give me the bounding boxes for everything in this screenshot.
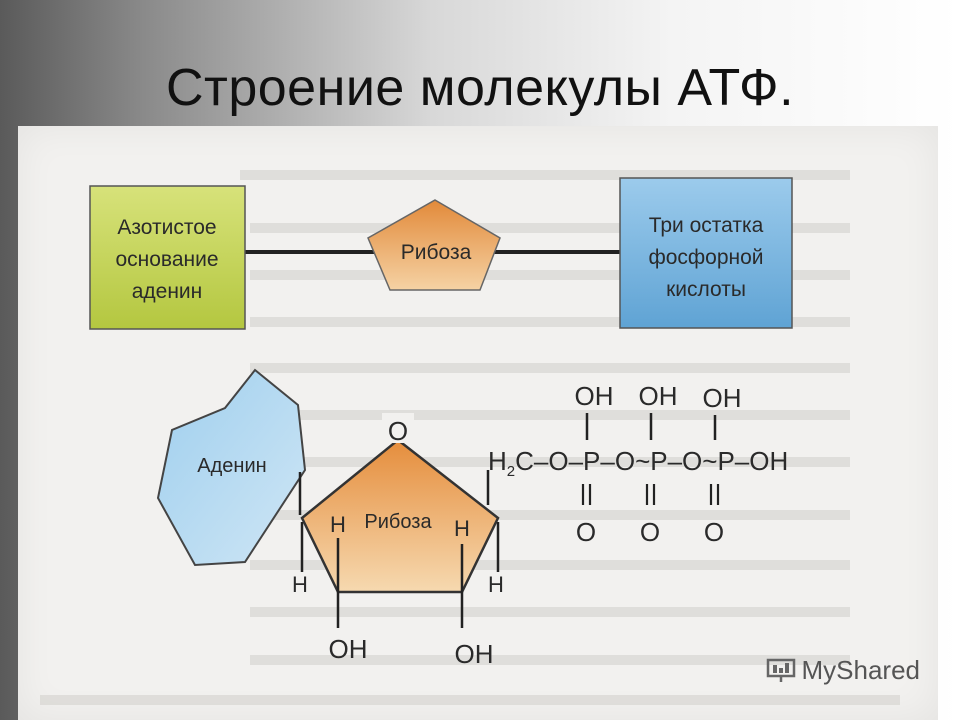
ribose-ring: O Рибоза H H [300, 413, 500, 594]
phosphate-single-bonds [585, 413, 717, 440]
hydroxyl-right: OH [455, 639, 494, 669]
presentation-board-icon [766, 658, 795, 682]
nitrogen-base-box: Азотистое основание аденин [89, 185, 246, 330]
ribose-ring-label: Рибоза [364, 511, 432, 533]
phosphate-chain: H2C–O–P–O~P–O~P–OH OH OH OH O O O [488, 381, 788, 547]
slide-title: Строение молекулы АТФ. [165, 59, 795, 117]
hydroxyl-left: OH [329, 634, 368, 664]
phosphate-box-line-1: Три остатка [649, 214, 764, 237]
phosphate-o-1: O [576, 517, 596, 547]
base-box-line-3: аденин [132, 280, 203, 303]
base-box-line-2: основание [115, 248, 218, 271]
phosphate-oh-2: OH [639, 381, 678, 411]
chain-formula: H2C–O–P–O~P–O~P–OH [488, 446, 788, 480]
watermark-text: MyShared [801, 655, 921, 685]
base-box-line-1: Азотистое [117, 216, 216, 239]
adenine-label: Аденин [197, 455, 266, 477]
ring-h-left-inner: H [330, 512, 346, 537]
phosphate-oh-3: OH [703, 383, 742, 413]
myshared-watermark: MyShared [766, 655, 921, 686]
phosphate-o-3: O [704, 517, 724, 547]
ribose-pentagon-schema: Рибоза [367, 199, 501, 291]
ribose-ring-oxygen: O [388, 416, 408, 446]
adenine-ring: Аденин [156, 368, 307, 567]
ribose-schema-label: Рибоза [401, 241, 472, 264]
ribose-substituent-bonds [300, 470, 500, 628]
ring-h-left-outer: H [292, 572, 308, 597]
phosphate-box-line-2: фосфорной [648, 246, 763, 269]
ring-h-right-inner: H [454, 516, 470, 541]
phosphate-double-bonds [581, 484, 720, 505]
phosphate-box-line-3: кислоты [666, 278, 746, 301]
phosphate-box: Три остатка фосфорной кислоты [619, 177, 793, 329]
phosphate-o-2: O [640, 517, 660, 547]
phosphate-oh-1: OH [575, 381, 614, 411]
ring-h-right-outer: H [488, 572, 504, 597]
